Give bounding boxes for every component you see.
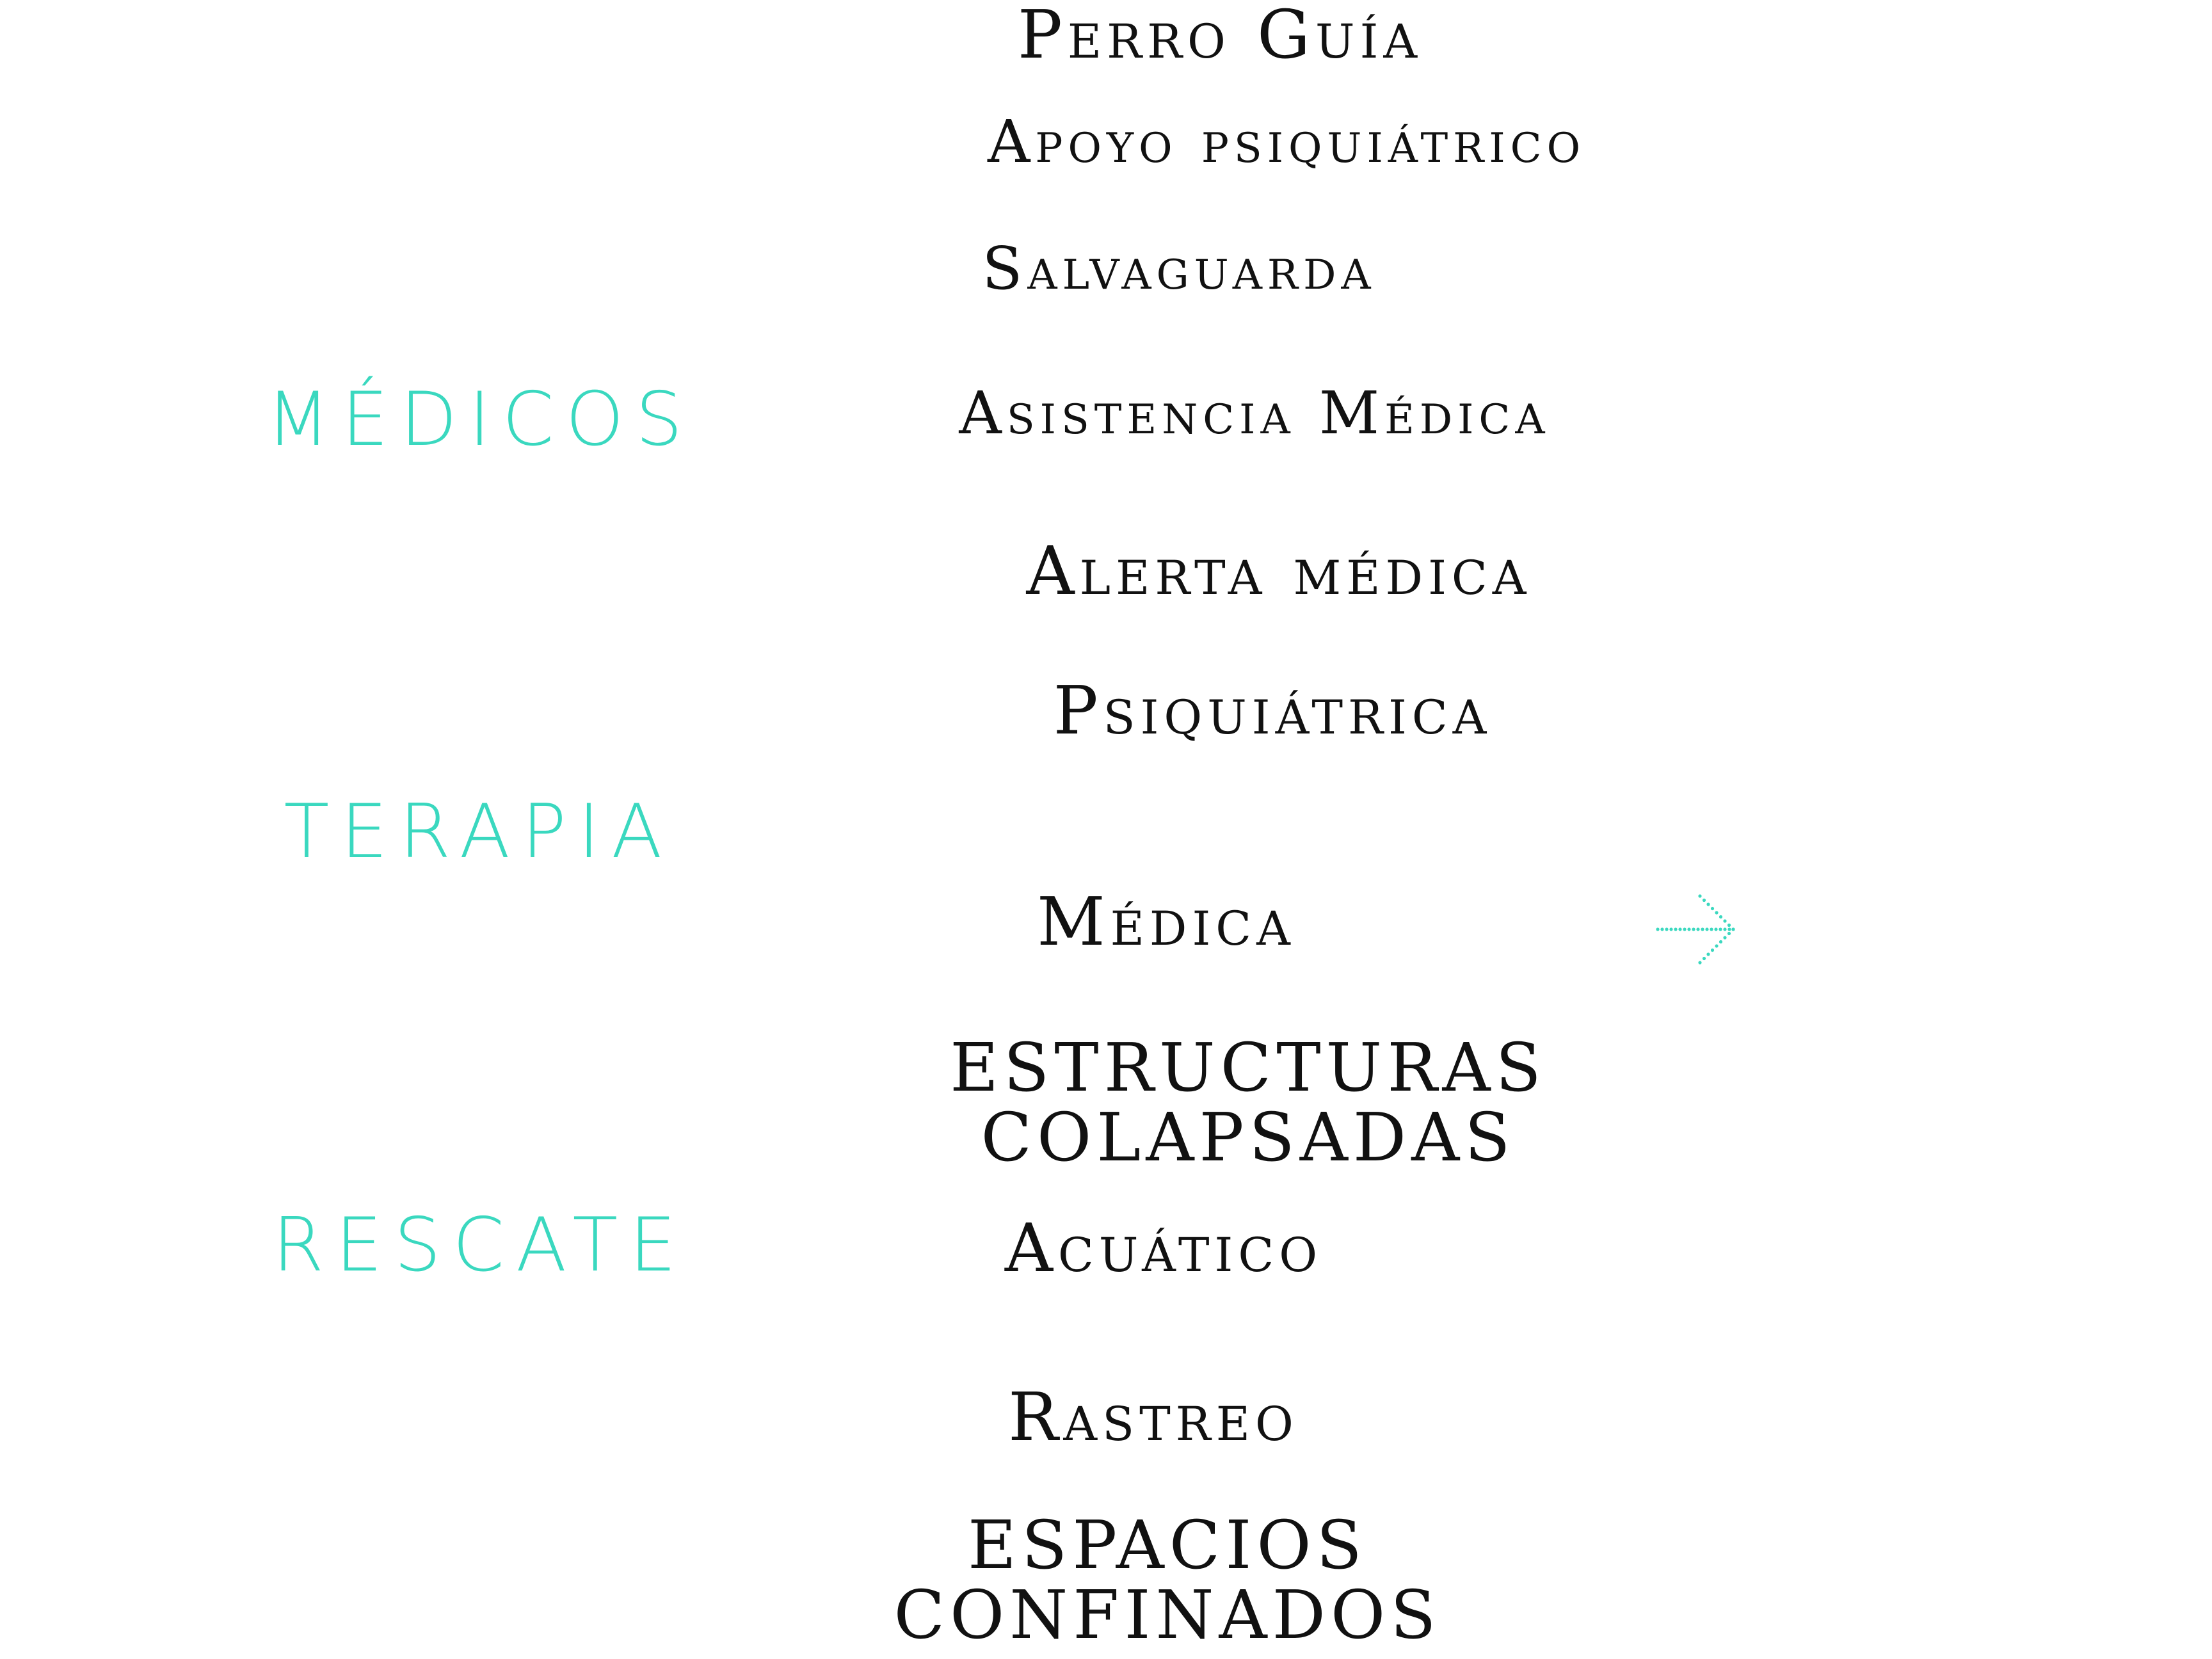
item-alerta-medica: Alerta médica (1026, 532, 1532, 610)
item-salvaguarda: Salvaguarda (982, 234, 1376, 303)
item-apoyo-psiquiatrico: Apoyo psiquiátrico (987, 108, 1586, 176)
item-medica: Médica (1037, 883, 1295, 961)
item-asistencia-medica: Asistencia Médica (959, 379, 1550, 447)
category-terapia: TERAPIA (284, 789, 674, 875)
item-estructuras-colapsadas-line2: COLAPSADAS (981, 1098, 1516, 1177)
item-perro-guia: Perro Guía (1017, 0, 1423, 74)
item-estructuras-colapsadas: ESTRUCTURAS COLAPSADAS (950, 1029, 1546, 1177)
item-rastreo: Rastreo (1008, 1378, 1299, 1456)
item-acuatico: Acuático (1004, 1209, 1323, 1287)
item-espacios-confinados-line1: ESPACIOS (968, 1506, 1367, 1584)
item-espacios-confinados-line2: CONFINADOS (894, 1576, 1441, 1655)
category-medicos: MÉDICOS (266, 376, 694, 463)
item-espacios-confinados: ESPACIOS CONFINADOS (894, 1506, 1441, 1655)
item-estructuras-colapsadas-line1: ESTRUCTURAS (950, 1029, 1546, 1107)
dotted-arrow-right-icon (1656, 894, 1735, 965)
item-psiquiatrica: Psiquiátrica (1053, 671, 1492, 749)
category-rescate: RESCATE (272, 1202, 688, 1288)
